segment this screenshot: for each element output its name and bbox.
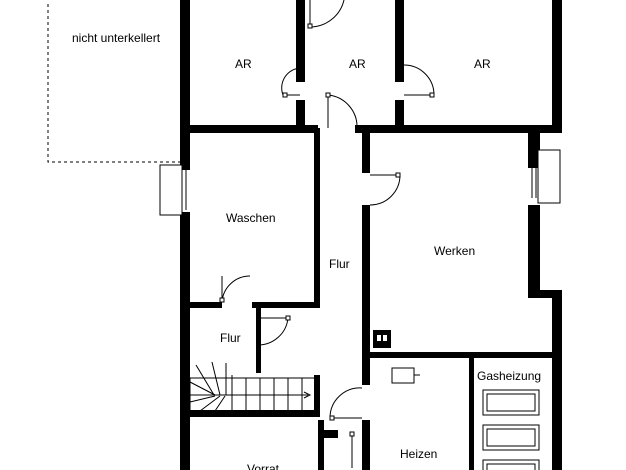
- wall-right-outer-top: [552, 0, 562, 132]
- chimney-hole-b: [383, 335, 387, 341]
- boiler-unit: [391, 367, 420, 384]
- wall-stair-bottom: [186, 410, 320, 417]
- label-storage-middle: AR: [349, 57, 366, 71]
- wall-under-ar-notch: [538, 125, 562, 133]
- wall-workshop-bottom: [362, 352, 560, 358]
- wall-pantry-notch: [318, 430, 338, 438]
- wall-left-outer-lower: [180, 212, 190, 470]
- label-storage-right: AR: [474, 57, 491, 71]
- wall-laundry-bottom-right: [252, 302, 320, 308]
- wall-heating-left: [362, 355, 370, 385]
- door-ar-bottom-swing: [327, 94, 358, 129]
- unexcavated-outline: [47, 4, 180, 163]
- staircase: [189, 361, 317, 412]
- label-unexcavated: nicht unterkellert: [72, 31, 161, 45]
- wall-small-hall-right: [256, 305, 261, 347]
- window-laundry: [159, 164, 183, 216]
- wall-small-hall-right2: [256, 345, 261, 373]
- wall-right-step: [528, 290, 560, 298]
- window-workshop: [537, 149, 561, 204]
- door-laundry-swing: [221, 275, 251, 303]
- label-laundry: Waschen: [226, 211, 276, 225]
- label-gas-heating: Gasheizung: [477, 369, 541, 383]
- door-heating-swing: [329, 387, 363, 419]
- wall-gas-divider: [469, 355, 474, 470]
- wall-pantry-right: [318, 420, 324, 470]
- wall-ar-middle-left: [296, 0, 305, 82]
- wall-ar-middle-right: [395, 0, 404, 82]
- door-workshop-swing: [369, 174, 401, 206]
- wall-workshop-left-top: [362, 128, 370, 173]
- wall-stair-right: [314, 375, 320, 417]
- wall-left-outer-upper: [180, 0, 190, 170]
- door-small-hall-swing: [257, 317, 289, 346]
- label-pantry: Vorrat: [247, 462, 280, 470]
- wall-ar-middle-right-lower: [395, 100, 404, 130]
- label-workshop: Werken: [434, 244, 475, 258]
- door-ar-top-swing: [309, 0, 345, 28]
- chimney-hole-a: [377, 335, 381, 341]
- wall-laundry-bottom-left: [186, 302, 222, 308]
- label-hallway-small: Flur: [220, 331, 241, 345]
- wall-laundry-right: [314, 128, 320, 308]
- wall-right-outer-mid: [528, 128, 540, 168]
- wall-right-outer-mid2: [528, 205, 540, 297]
- door-ar-right-swing: [403, 64, 435, 96]
- wall-ar-middle-left-lower: [296, 100, 305, 130]
- chimney: [373, 330, 391, 348]
- label-heating-room: Heizen: [400, 447, 437, 461]
- gas-heating-units: [482, 389, 540, 470]
- door-ar-left-swing: [281, 67, 301, 96]
- wall-under-ar-right: [355, 125, 540, 133]
- wall-right-outer-lower: [552, 290, 562, 470]
- wall-under-ar-left: [180, 125, 318, 133]
- wall-heating-left-lower: [362, 420, 370, 470]
- label-storage-left: AR: [235, 57, 252, 71]
- label-hallway-main: Flur: [329, 257, 350, 271]
- wall-workshop-left: [362, 205, 370, 355]
